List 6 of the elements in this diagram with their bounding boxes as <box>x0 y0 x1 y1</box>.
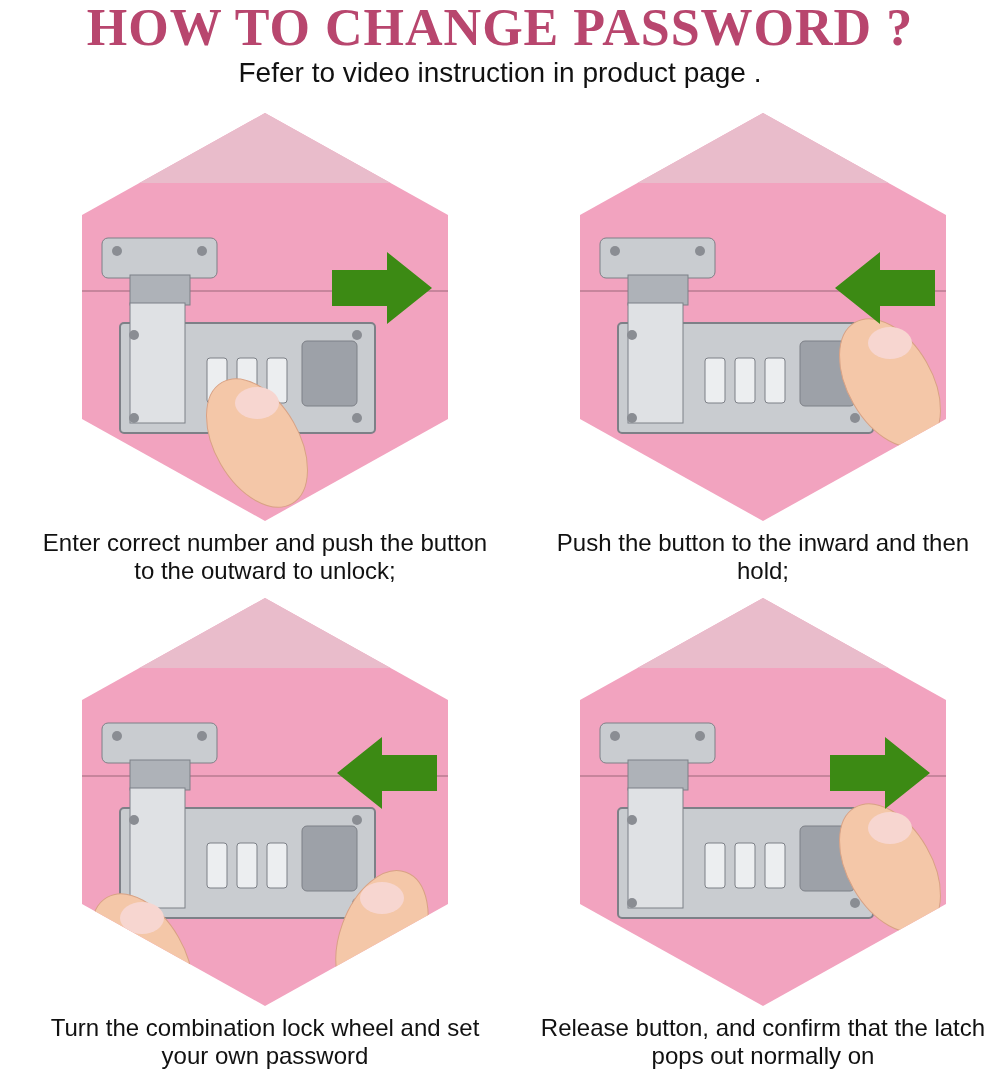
step-caption: Push the button to the inward and then hold; <box>555 529 971 585</box>
title: HOW TO CHANGE PASSWORD ? <box>85 0 915 56</box>
step-caption: Release button, and confirm that the latch pops out normally on <box>539 1014 987 1070</box>
step-caption: Enter correct number and push the button to the outward to unlock; <box>41 529 489 585</box>
step-caption: Turn the combination lock wheel and set your own password <box>49 1014 481 1070</box>
subtitle: Fefer to video instruction in product page . <box>237 56 763 90</box>
